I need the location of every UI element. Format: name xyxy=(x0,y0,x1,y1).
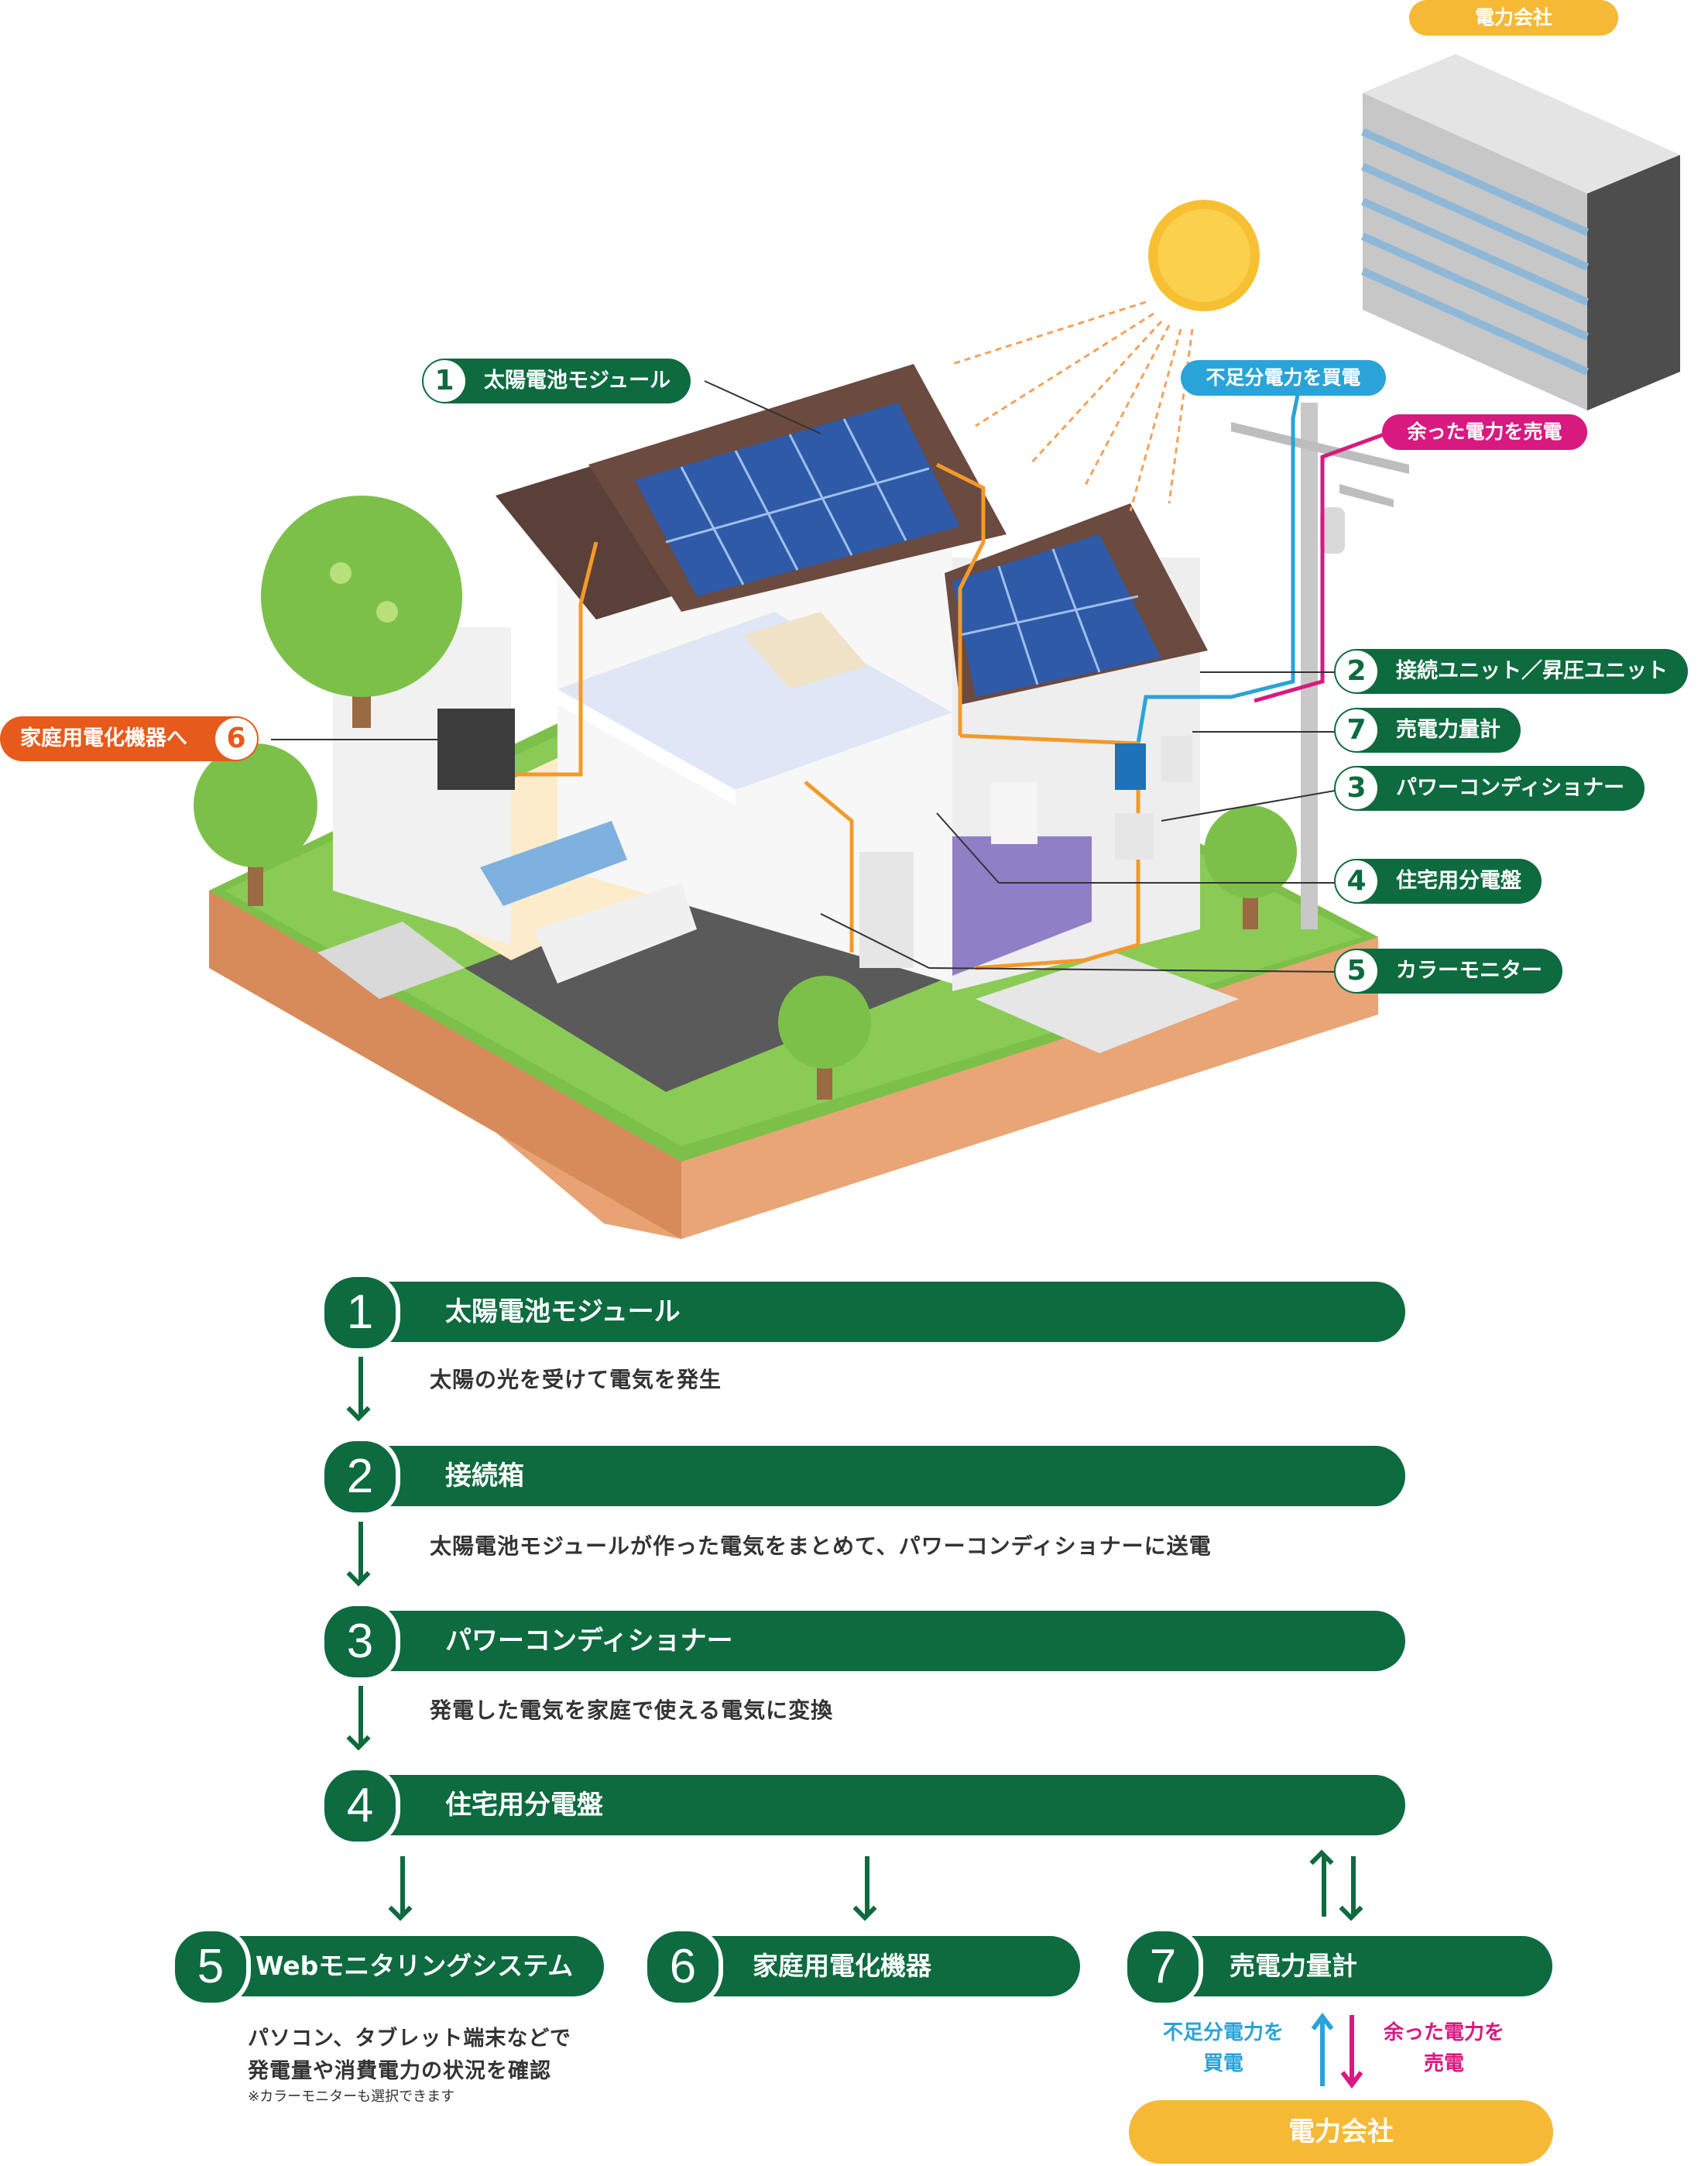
callout-power-conditioner: 3 パワーコンディショナー xyxy=(1334,766,1645,811)
flow-step-2-bar: 接続箱 xyxy=(345,1446,1405,1506)
arrow-down-icon xyxy=(865,1856,869,1914)
flow-output-7-number: 7 xyxy=(1123,1927,1203,2007)
callout-color-monitor: 5 カラーモニター xyxy=(1334,949,1562,994)
buy-power-text: 不足分電力を 買電 xyxy=(1146,2017,1301,2079)
tree-front xyxy=(778,976,871,1100)
flow-step-3-number: 3 xyxy=(320,1601,400,1682)
callout-num: 6 xyxy=(215,718,257,760)
leader-lines xyxy=(271,380,1340,973)
sell-line xyxy=(1254,431,1387,703)
flow-step-2-number: 2 xyxy=(320,1437,400,1517)
flow-step-2-desc: 太陽電池モジュールが作った電気をまとめて、パワーコンディショナーに送電 xyxy=(430,1533,1212,1559)
sell-line-2: 売電 xyxy=(1423,2052,1464,2075)
meter-box xyxy=(1161,736,1192,782)
power-company-building xyxy=(1360,54,1680,410)
flow-output-5-number: 5 xyxy=(170,1927,251,2007)
flow-step-3-desc: 発電した電気を家庭で使える電気に変換 xyxy=(430,1697,834,1723)
flow-step-3-bar: パワーコンディショナー xyxy=(345,1611,1405,1671)
flow-output-5-bar: Webモニタリングシステム xyxy=(209,1936,604,1996)
callout-sell-meter: 7 売電力量計 xyxy=(1334,708,1521,753)
arrow-down-icon xyxy=(1351,1856,1356,1914)
tree-large xyxy=(261,496,462,728)
callout-num: 1 xyxy=(424,360,465,402)
arrow-down-icon xyxy=(400,1856,405,1914)
callout-num: 5 xyxy=(1336,950,1377,992)
flow-output-7-bar: 売電力量計 xyxy=(1161,1936,1552,1996)
flow-step-4-bar: 住宅用分電盤 xyxy=(345,1775,1405,1835)
connection-unit-box xyxy=(1115,743,1146,790)
tv xyxy=(437,709,515,790)
flow-step-title: パワーコンディショナー xyxy=(445,1625,733,1656)
fridge xyxy=(859,852,914,968)
flow-step-4-number: 4 xyxy=(320,1766,400,1846)
company-pill: 電力会社 xyxy=(1129,2100,1553,2164)
flow-output-6-number: 6 xyxy=(643,1927,723,2007)
flow-step-1-bar: 太陽電池モジュール xyxy=(345,1282,1405,1342)
flow-step-1-desc: 太陽の光を受けて電気を発生 xyxy=(430,1367,722,1392)
sell-power-tag: 余った電力を売電 xyxy=(1382,414,1587,450)
sell-power-text: 余った電力を 売電 xyxy=(1367,2017,1521,2079)
flow-output-5-desc-1: パソコン、タブレット端末などで xyxy=(248,2027,571,2051)
callout-distribution-board: 4 住宅用分電盤 xyxy=(1334,859,1542,904)
callout-num: 7 xyxy=(1336,709,1377,751)
company-label-top: 電力会社 xyxy=(1409,0,1618,36)
house-illustration xyxy=(194,54,1680,1239)
callout-label: 家庭用電化機器へ xyxy=(20,726,187,750)
buy-power-tag: 不足分電力を買電 xyxy=(1181,360,1386,396)
callout-label: 太陽電池モジュール xyxy=(484,369,671,393)
sofa xyxy=(480,821,627,906)
flow-step-title: 接続箱 xyxy=(445,1461,524,1491)
buy-sell-arrows-icon xyxy=(1311,2013,1363,2089)
wiring xyxy=(496,462,1140,970)
sell-line-1: 余った電力を xyxy=(1383,2021,1504,2044)
buy-line xyxy=(1136,379,1303,744)
arrow-down-icon xyxy=(358,1686,363,1744)
buy-line-2: 買電 xyxy=(1202,2052,1243,2075)
callout-appliances: 家庭用電化機器へ 6 xyxy=(0,716,259,761)
flow-step-title: 太陽電池モジュール xyxy=(445,1296,681,1327)
bed xyxy=(743,612,867,689)
callout-num: 4 xyxy=(1336,860,1377,902)
callout-num: 2 xyxy=(1336,650,1377,692)
flow-output-6-bar: 家庭用電化機器 xyxy=(681,1936,1080,1996)
flow-step-title: 住宅用分電盤 xyxy=(445,1790,603,1821)
walkway xyxy=(976,953,1239,1053)
flow-output-title: 売電力量計 xyxy=(1230,1951,1357,1981)
entry-steps xyxy=(317,922,465,999)
callout-label: 接続ユニット／昇圧ユニット xyxy=(1396,659,1668,683)
arrow-down-icon xyxy=(358,1357,363,1415)
callout-label: 住宅用分電盤 xyxy=(1396,869,1521,893)
sun-rays xyxy=(952,300,1194,512)
callout-num: 3 xyxy=(1336,767,1377,809)
callout-connection-unit: 2 接続ユニット／昇圧ユニット xyxy=(1334,649,1688,694)
tree-right xyxy=(1204,805,1297,929)
callout-label: 売電力量計 xyxy=(1396,718,1501,742)
tree-left xyxy=(194,743,317,906)
callout-solar-module: 1 太陽電池モジュール xyxy=(422,359,691,403)
flow-output-title: Webモニタリングシステム xyxy=(256,1951,574,1981)
power-conditioner-box xyxy=(1115,813,1154,860)
callout-label: パワーコンディショナー xyxy=(1396,776,1625,800)
flow-output-title: 家庭用電化機器 xyxy=(753,1951,931,1981)
buy-line-1: 不足分電力を xyxy=(1162,2021,1284,2044)
callout-label: カラーモニター xyxy=(1396,959,1542,983)
kitchen-counter xyxy=(534,883,697,983)
washer xyxy=(991,782,1037,844)
arrow-down-icon xyxy=(358,1522,363,1580)
flow-output-5-note: ※カラーモニターも選択できます xyxy=(248,2089,455,2105)
side-roof xyxy=(945,503,1208,705)
utility-pole xyxy=(1231,403,1409,929)
flow-output-5-desc-2: 発電量や消費電力の状況を確認 xyxy=(248,2059,551,2083)
flow-step-1-number: 1 xyxy=(320,1272,400,1353)
arrow-up-icon xyxy=(1322,1856,1326,1917)
